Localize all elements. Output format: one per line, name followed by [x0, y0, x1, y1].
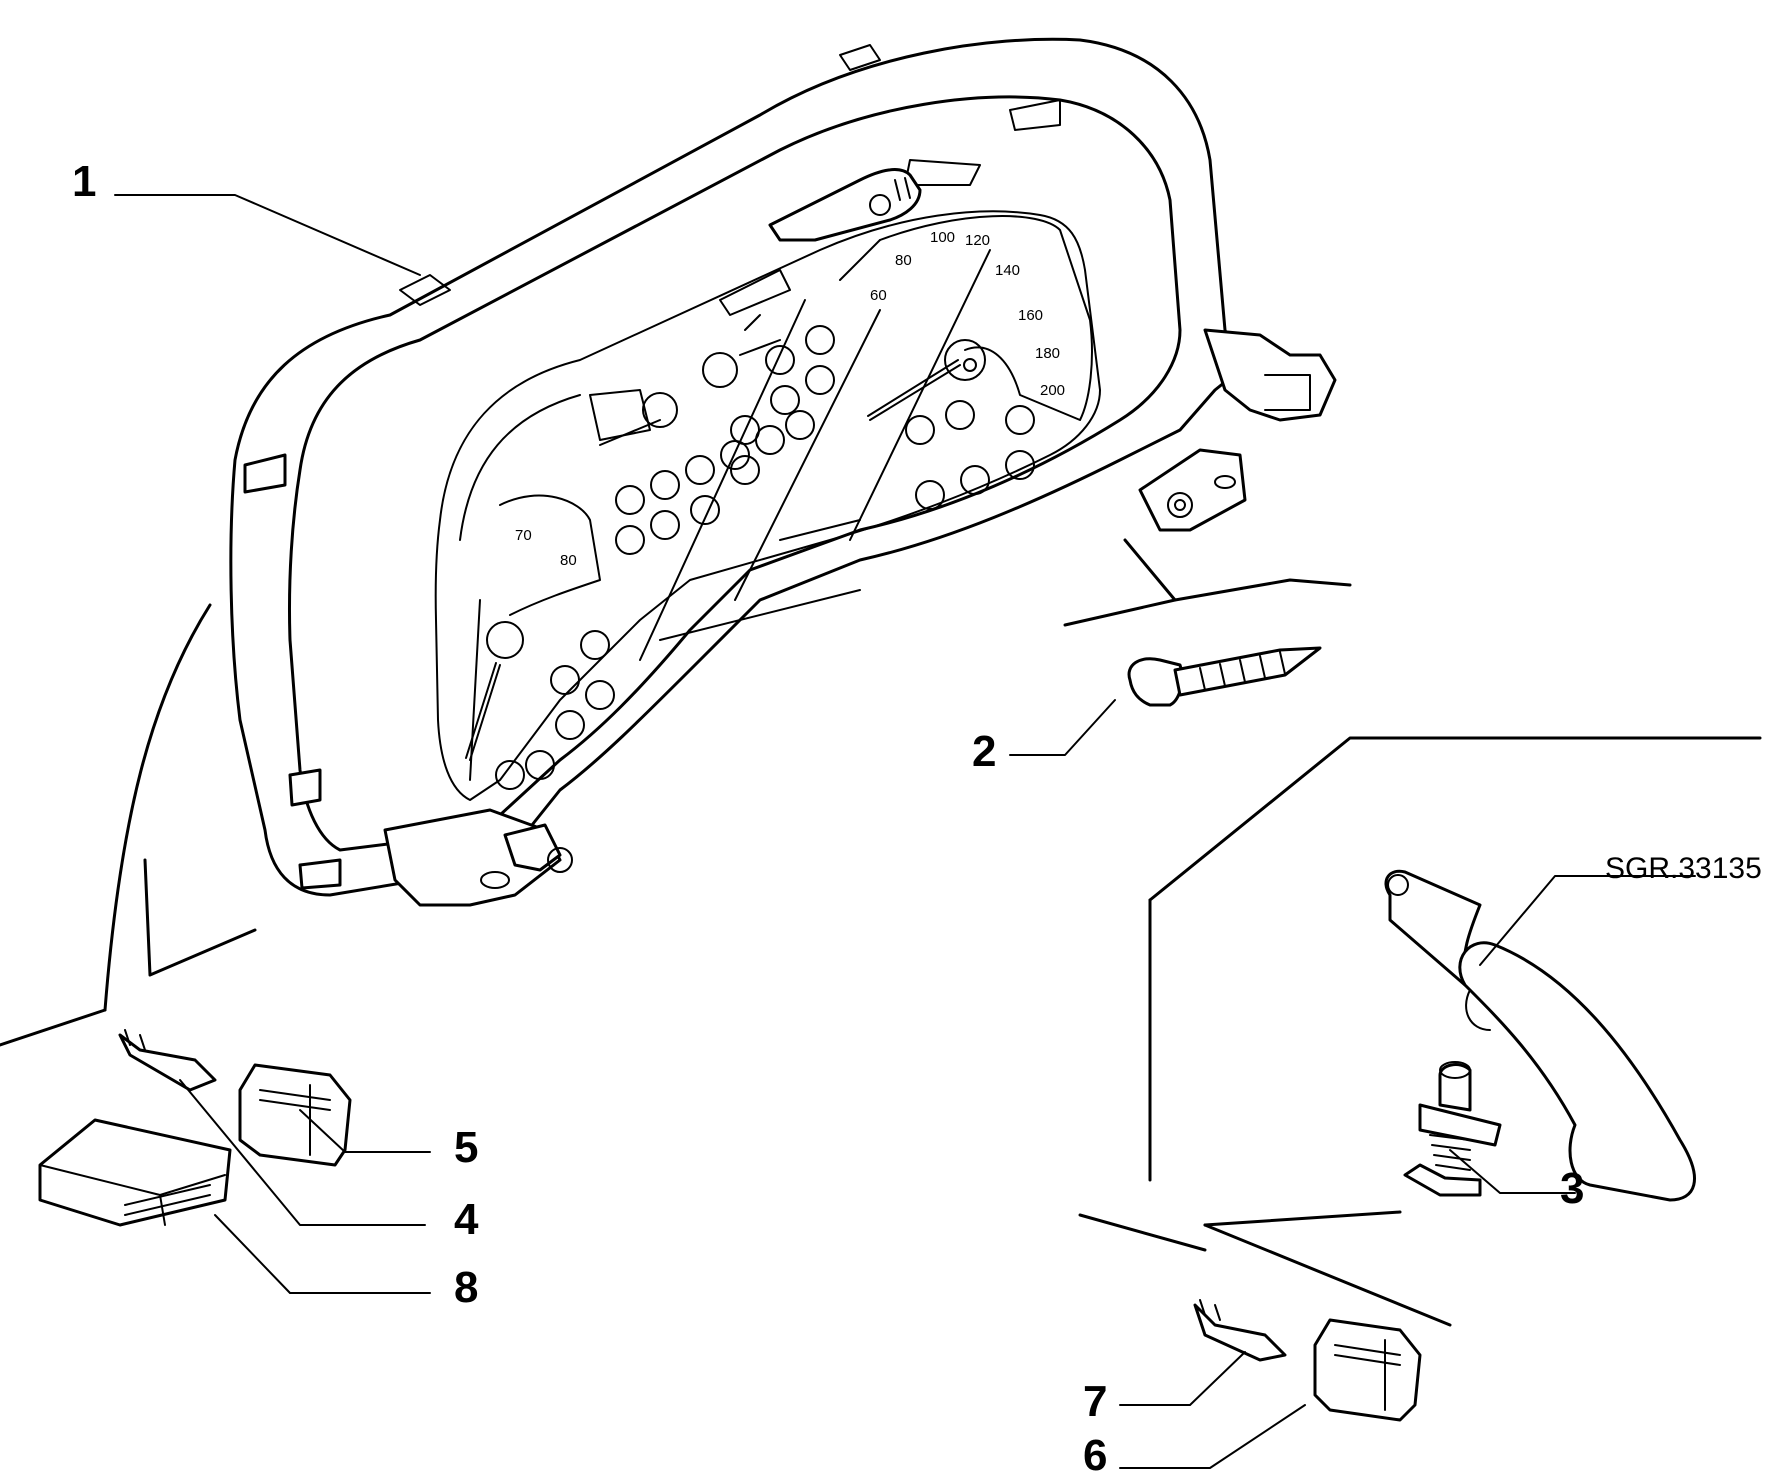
reference-code: SGR.33135 — [1605, 852, 1762, 885]
speed-label-180: 180 — [1035, 345, 1060, 362]
callout-8: 8 — [454, 1263, 478, 1312]
callout-6: 6 — [1083, 1431, 1107, 1473]
grouping-brackets — [0, 538, 1762, 1327]
speed-label-120: 120 — [965, 232, 990, 249]
callout-5: 5 — [454, 1123, 478, 1172]
callout-7: 7 — [1083, 1377, 1107, 1426]
handbrake-switch — [1403, 1061, 1502, 1197]
warning-lamps — [495, 325, 1035, 790]
speedometer-dial: 60 80 100 120 140 160 180 200 — [839, 215, 1093, 421]
speed-label-200: 200 — [1040, 382, 1065, 399]
temp-label-80: 80 — [560, 552, 577, 569]
leader-lines — [114, 194, 1696, 1469]
temp-label-70: 70 — [515, 527, 532, 544]
connector-6 — [1313, 1318, 1422, 1422]
callout-1: 1 — [72, 157, 96, 206]
instrument-cluster: 60 80 100 120 140 160 180 200 70 80 — [229, 37, 1337, 907]
terminal-7 — [1193, 1299, 1287, 1362]
speed-label-80: 80 — [895, 252, 912, 269]
temperature-gauge: 70 80 — [465, 494, 601, 761]
terminal-4 — [118, 1029, 217, 1092]
handbrake-lever — [1384, 869, 1696, 1202]
connector-5 — [238, 1063, 352, 1167]
speed-label-160: 160 — [1018, 307, 1043, 324]
callout-3: 3 — [1560, 1164, 1584, 1213]
speed-label-60: 60 — [870, 287, 887, 304]
screw — [1127, 646, 1322, 707]
speed-label-100: 100 — [930, 229, 955, 246]
callout-2: 2 — [972, 727, 996, 776]
speed-label-140: 140 — [995, 262, 1020, 279]
callout-4: 4 — [454, 1195, 479, 1244]
connector-block-8 — [38, 1118, 232, 1227]
